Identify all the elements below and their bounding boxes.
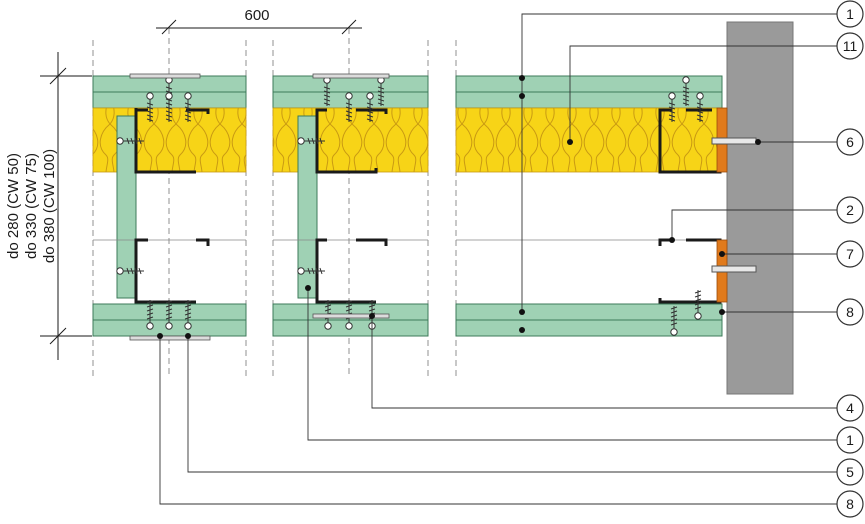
callout-circle-icon: 8 (836, 298, 864, 326)
callout-11: 11 (843, 38, 858, 54)
callout-4: 4 (846, 400, 854, 416)
leader-lines (159, 13, 837, 505)
edge-board-strips (116, 115, 318, 299)
fixing-plates (129, 73, 390, 341)
dimension-600 (156, 19, 362, 35)
callout-6: 6 (846, 134, 854, 150)
callout-circle-icon: 8 (836, 490, 864, 518)
callout-1-top: 1 (846, 6, 854, 22)
height-dimension (40, 52, 92, 360)
mineral-wool-insulation (92, 107, 723, 173)
callout-7: 7 (846, 246, 854, 262)
height-labels: do 280 (CW 50) do 330 (CW 75) do 380 (CW… (5, 149, 58, 263)
callout-circle-icon: 1 (836, 426, 864, 454)
callout-1-bottom: 1 (846, 432, 854, 448)
height-label-cw50: do 280 (CW 50) (5, 153, 22, 259)
concrete-wall (726, 21, 794, 395)
height-label-cw75: do 330 (CW 75) (23, 153, 40, 259)
height-label-cw100: do 380 (CW 100) (41, 149, 58, 263)
callout-8-bottom: 8 (846, 496, 854, 512)
wall-sealing-strips (716, 107, 728, 303)
callouts: 1 11 6 2 7 8 4 1 (836, 0, 864, 518)
bottom-boards (92, 303, 723, 337)
callout-circle-icon: 5 (836, 458, 864, 486)
top-boards (92, 75, 723, 109)
callout-8-right: 8 (846, 304, 854, 320)
callout-5: 5 (846, 464, 854, 480)
callout-circle-icon: 7 (836, 240, 864, 268)
callout-2: 2 (846, 202, 854, 218)
leader-dots (157, 75, 761, 339)
callout-circle-icon: 11 (836, 32, 864, 60)
callout-circle-icon: 1 (836, 0, 864, 28)
callout-circle-icon: 2 (836, 196, 864, 224)
callout-circle-icon: 4 (836, 394, 864, 422)
callout-circle-icon: 6 (836, 128, 864, 156)
dimension-label: 600 (244, 7, 269, 24)
